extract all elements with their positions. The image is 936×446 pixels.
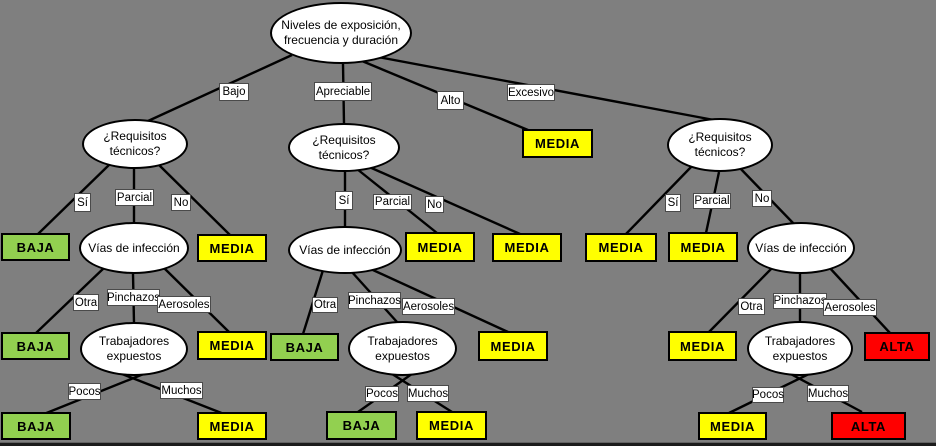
decision-node-text-line2: expuestos [772,348,828,363]
decision-node-text-line1: Vías de infección [88,240,180,255]
branch-no-centro: No [425,196,444,213]
result-baja-centro-otra: BAJA [270,333,339,361]
connector-line [625,165,693,235]
result-baja-izq-pocos: BAJA [1,412,71,440]
result-media-der-otra: MEDIA [668,331,737,361]
result-alta-der-muchos: ALTA [831,412,906,440]
branch-aerosoles-izq: Aerosoles [157,296,211,313]
node-requisitos-tecnicos-centro: ¿Requisitos técnicos? [288,123,400,172]
result-media-der-parcial: MEDIA [668,232,738,262]
result-baja-izq-otra: BAJA [1,332,70,360]
branch-otra-centro: Otra [312,297,338,313]
branch-parcial-centro: Parcial [373,194,412,210]
bottom-edge-strip [0,443,936,446]
branch-muchos-der: Muchos [807,385,849,402]
node-requisitos-tecnicos-der: ¿Requisitos técnicos? [667,118,773,172]
branch-si-centro: Sí [335,191,353,210]
decision-node-text-line1: ¿Requisitos [103,129,167,143]
connector-line [35,266,106,334]
decision-node-text-line2: técnicos? [109,144,161,158]
decision-node-text-line2: expuestos [106,349,162,363]
decision-node-text-line2: frecuencia y duración [283,33,399,47]
decision-node-text-line1: Niveles de exposición, [281,18,401,32]
node-trabajadores-expuestos-izq: Trabajadores expuestos [80,322,188,376]
result-media-izq-aerosoles: MEDIA [197,331,267,360]
decision-node-text-line1: Trabajadores [764,333,836,348]
node-trabajadores-expuestos-der: Trabajadores expuestos [747,321,853,376]
branch-parcial-izq: Parcial [115,189,154,206]
branch-aerosoles-centro: Aerosoles [402,298,455,315]
result-media-centro-aerosoles: MEDIA [478,331,548,361]
node-vias-infeccion-der: Vías de infección [747,222,855,274]
result-media-izq-no: MEDIA [197,234,267,262]
branch-alto: Alto [437,91,464,110]
node-niveles-exposicion: Niveles de exposición, frecuencia y dura… [270,2,412,64]
branch-si-izq: Sí [74,193,91,212]
node-trabajadores-expuestos-centro: Trabajadores expuestos [348,321,457,376]
connector-line [157,163,231,236]
result-alta-der-aerosoles: ALTA [864,332,930,361]
branch-pinchazos-centro: Pinchazos [348,292,401,309]
result-media-centro-muchos: MEDIA [416,411,487,440]
node-vias-infeccion-centro: Vías de infección [288,226,402,274]
result-media-der-pocos: MEDIA [698,412,767,440]
decision-node-text-line2: expuestos [375,348,430,363]
branch-bajo: Bajo [219,83,249,101]
decision-node-text-line1: ¿Requisitos [688,130,752,144]
branch-parcial-der: Parcial [693,193,731,209]
decision-node-text-line2: técnicos? [694,145,746,159]
branch-si-der: Sí [665,194,681,212]
result-baja-centro-pocos: BAJA [326,411,397,440]
decision-node-text-line1: Trabajadores [98,334,170,348]
result-baja-izq-si: BAJA [1,233,70,261]
branch-muchos-centro: Muchos [407,385,449,402]
result-media-der-si: MEDIA [585,233,657,262]
branch-excesivo: Excesivo [507,84,555,101]
branch-aerosoles-der: Aerosoles [823,299,877,316]
branch-muchos-izq: Muchos [160,382,203,399]
result-media-centro-parcial: MEDIA [405,232,475,262]
branch-pocos-der: Pocos [752,387,784,403]
branch-pinchazos-der: Pinchazos [773,293,827,309]
branch-otra-der: Otra [738,298,765,315]
node-vias-infeccion-izq: Vías de infección [79,222,189,274]
branch-no-der: No [752,190,772,207]
node-requisitos-tecnicos-izq: ¿Requisitos técnicos? [82,119,188,169]
branch-pocos-centro: Pocos [365,386,399,402]
branch-otra-izq: Otra [73,294,99,311]
branch-pocos-izq: Pocos [68,383,101,400]
result-media-centro-no: MEDIA [492,233,562,262]
decision-node-text-line1: Vías de infección [755,240,847,255]
branch-pinchazos-izq: Pinchazos [107,289,160,306]
branch-no-izq: No [171,194,191,211]
result-media-izq-muchos: MEDIA [197,412,267,440]
decision-node-text-line1: Trabajadores [367,333,438,348]
decision-node-text-line2: técnicos? [318,147,370,162]
result-media-alto: MEDIA [522,129,593,158]
decision-node-text-line1: ¿Requisitos [312,132,376,147]
branch-apreciable: Apreciable [314,82,372,101]
decision-node-text-line1: Vías de infección [299,242,391,257]
